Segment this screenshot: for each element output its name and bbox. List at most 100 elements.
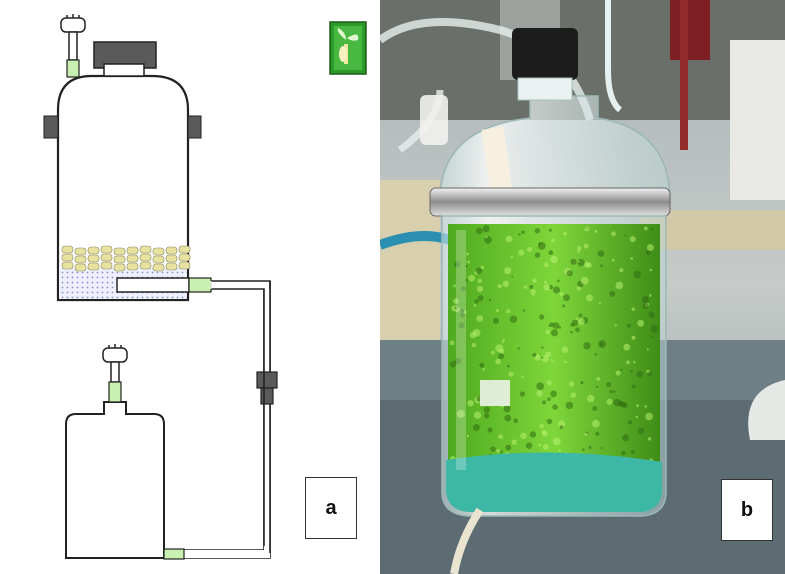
outlet-connector (188, 277, 212, 293)
explant (87, 254, 100, 263)
moss-speck (490, 350, 495, 355)
moss-speck (586, 394, 595, 403)
moss-speck (595, 431, 600, 436)
moss-speck (558, 420, 566, 428)
moss-speck (495, 344, 504, 353)
moss-speck (563, 294, 570, 302)
moss-speck (562, 304, 566, 308)
teal-medium (446, 452, 662, 512)
moss-speck (564, 360, 567, 364)
moss-speck (479, 362, 485, 368)
moss-speck (613, 390, 616, 393)
moss-speck (482, 367, 486, 371)
moss-speck (580, 380, 584, 385)
moss-speck (583, 261, 590, 268)
moss-speck (650, 324, 659, 333)
moss-speck (591, 419, 600, 428)
moss-speck (646, 348, 649, 351)
moss-speck (550, 238, 555, 243)
moss-speck (649, 294, 652, 297)
moss-speck (558, 449, 561, 452)
explant (87, 262, 100, 271)
moss-speck (570, 330, 573, 334)
moss-speck (532, 352, 537, 358)
moss-speck (543, 262, 549, 268)
explant (152, 247, 165, 256)
moss-speck (552, 437, 561, 446)
reservoir-bottle-body (65, 401, 165, 559)
moss-speck (613, 398, 621, 407)
moss-speck (643, 226, 648, 231)
moss-speck (575, 317, 578, 320)
moss-speck (577, 260, 580, 263)
moss-speck (631, 307, 635, 312)
moss-speck (467, 400, 474, 407)
moss-speck (619, 268, 624, 273)
explant (113, 247, 126, 256)
explant (139, 245, 152, 254)
moss-speck (630, 257, 634, 260)
moss-speck (642, 302, 649, 309)
left-clamp (43, 115, 59, 139)
moss-speck (485, 235, 488, 239)
moss-speck (552, 322, 560, 330)
right-clamp (187, 115, 202, 139)
panel-label-a: a (305, 477, 357, 539)
moss-speck (473, 411, 482, 419)
moss-speck (566, 270, 573, 277)
moss-speck (650, 227, 654, 231)
moss-speck (495, 358, 502, 365)
explant (165, 262, 178, 271)
culture-vessel-body (56, 74, 190, 302)
moss-speck (497, 284, 502, 289)
moss-speck (633, 270, 641, 279)
moss-speck (647, 371, 652, 377)
moss-speck (453, 261, 461, 268)
moss-speck (542, 400, 547, 405)
moss-speck (502, 338, 506, 342)
plant-explants (61, 245, 191, 272)
moss-speck (543, 280, 548, 284)
moss-speck (644, 405, 648, 408)
moss-speck (523, 285, 528, 289)
moss-speck (539, 314, 545, 320)
moss-speck (465, 278, 468, 282)
moss-culture (448, 224, 660, 482)
explant (61, 253, 74, 262)
explant (100, 261, 113, 270)
moss-speck (596, 377, 601, 381)
moss-speck (546, 380, 552, 386)
moss-speck (629, 236, 636, 243)
moss-speck (636, 404, 639, 408)
moss-speck (552, 286, 561, 294)
explant (126, 246, 139, 255)
moss-speck (510, 255, 514, 259)
moss-speck (449, 360, 457, 368)
moss-speck (647, 437, 652, 441)
explant (61, 261, 74, 270)
moss-speck (476, 285, 484, 293)
moss-speck (626, 323, 632, 328)
moss-speck (557, 279, 560, 283)
explant (74, 263, 87, 272)
moss-speck (592, 406, 598, 411)
moss-speck (550, 255, 558, 264)
moss-speck (631, 384, 636, 389)
moss-speck (615, 370, 621, 376)
moss-speck (511, 275, 514, 278)
moss-speck (615, 281, 624, 290)
explant (113, 263, 126, 272)
explant (61, 245, 74, 254)
moss-speck (529, 284, 534, 289)
moss-speck (541, 356, 544, 359)
moss-speck (547, 397, 551, 401)
moss-speck (482, 225, 490, 233)
explant (113, 255, 126, 264)
moss-speck (578, 313, 583, 318)
air-filter-icon (102, 344, 128, 403)
explant (139, 261, 152, 270)
outlet-tube-inner (116, 277, 190, 293)
moss-speck (588, 445, 592, 449)
moss-speck (461, 286, 467, 292)
moss-speck (619, 401, 626, 408)
